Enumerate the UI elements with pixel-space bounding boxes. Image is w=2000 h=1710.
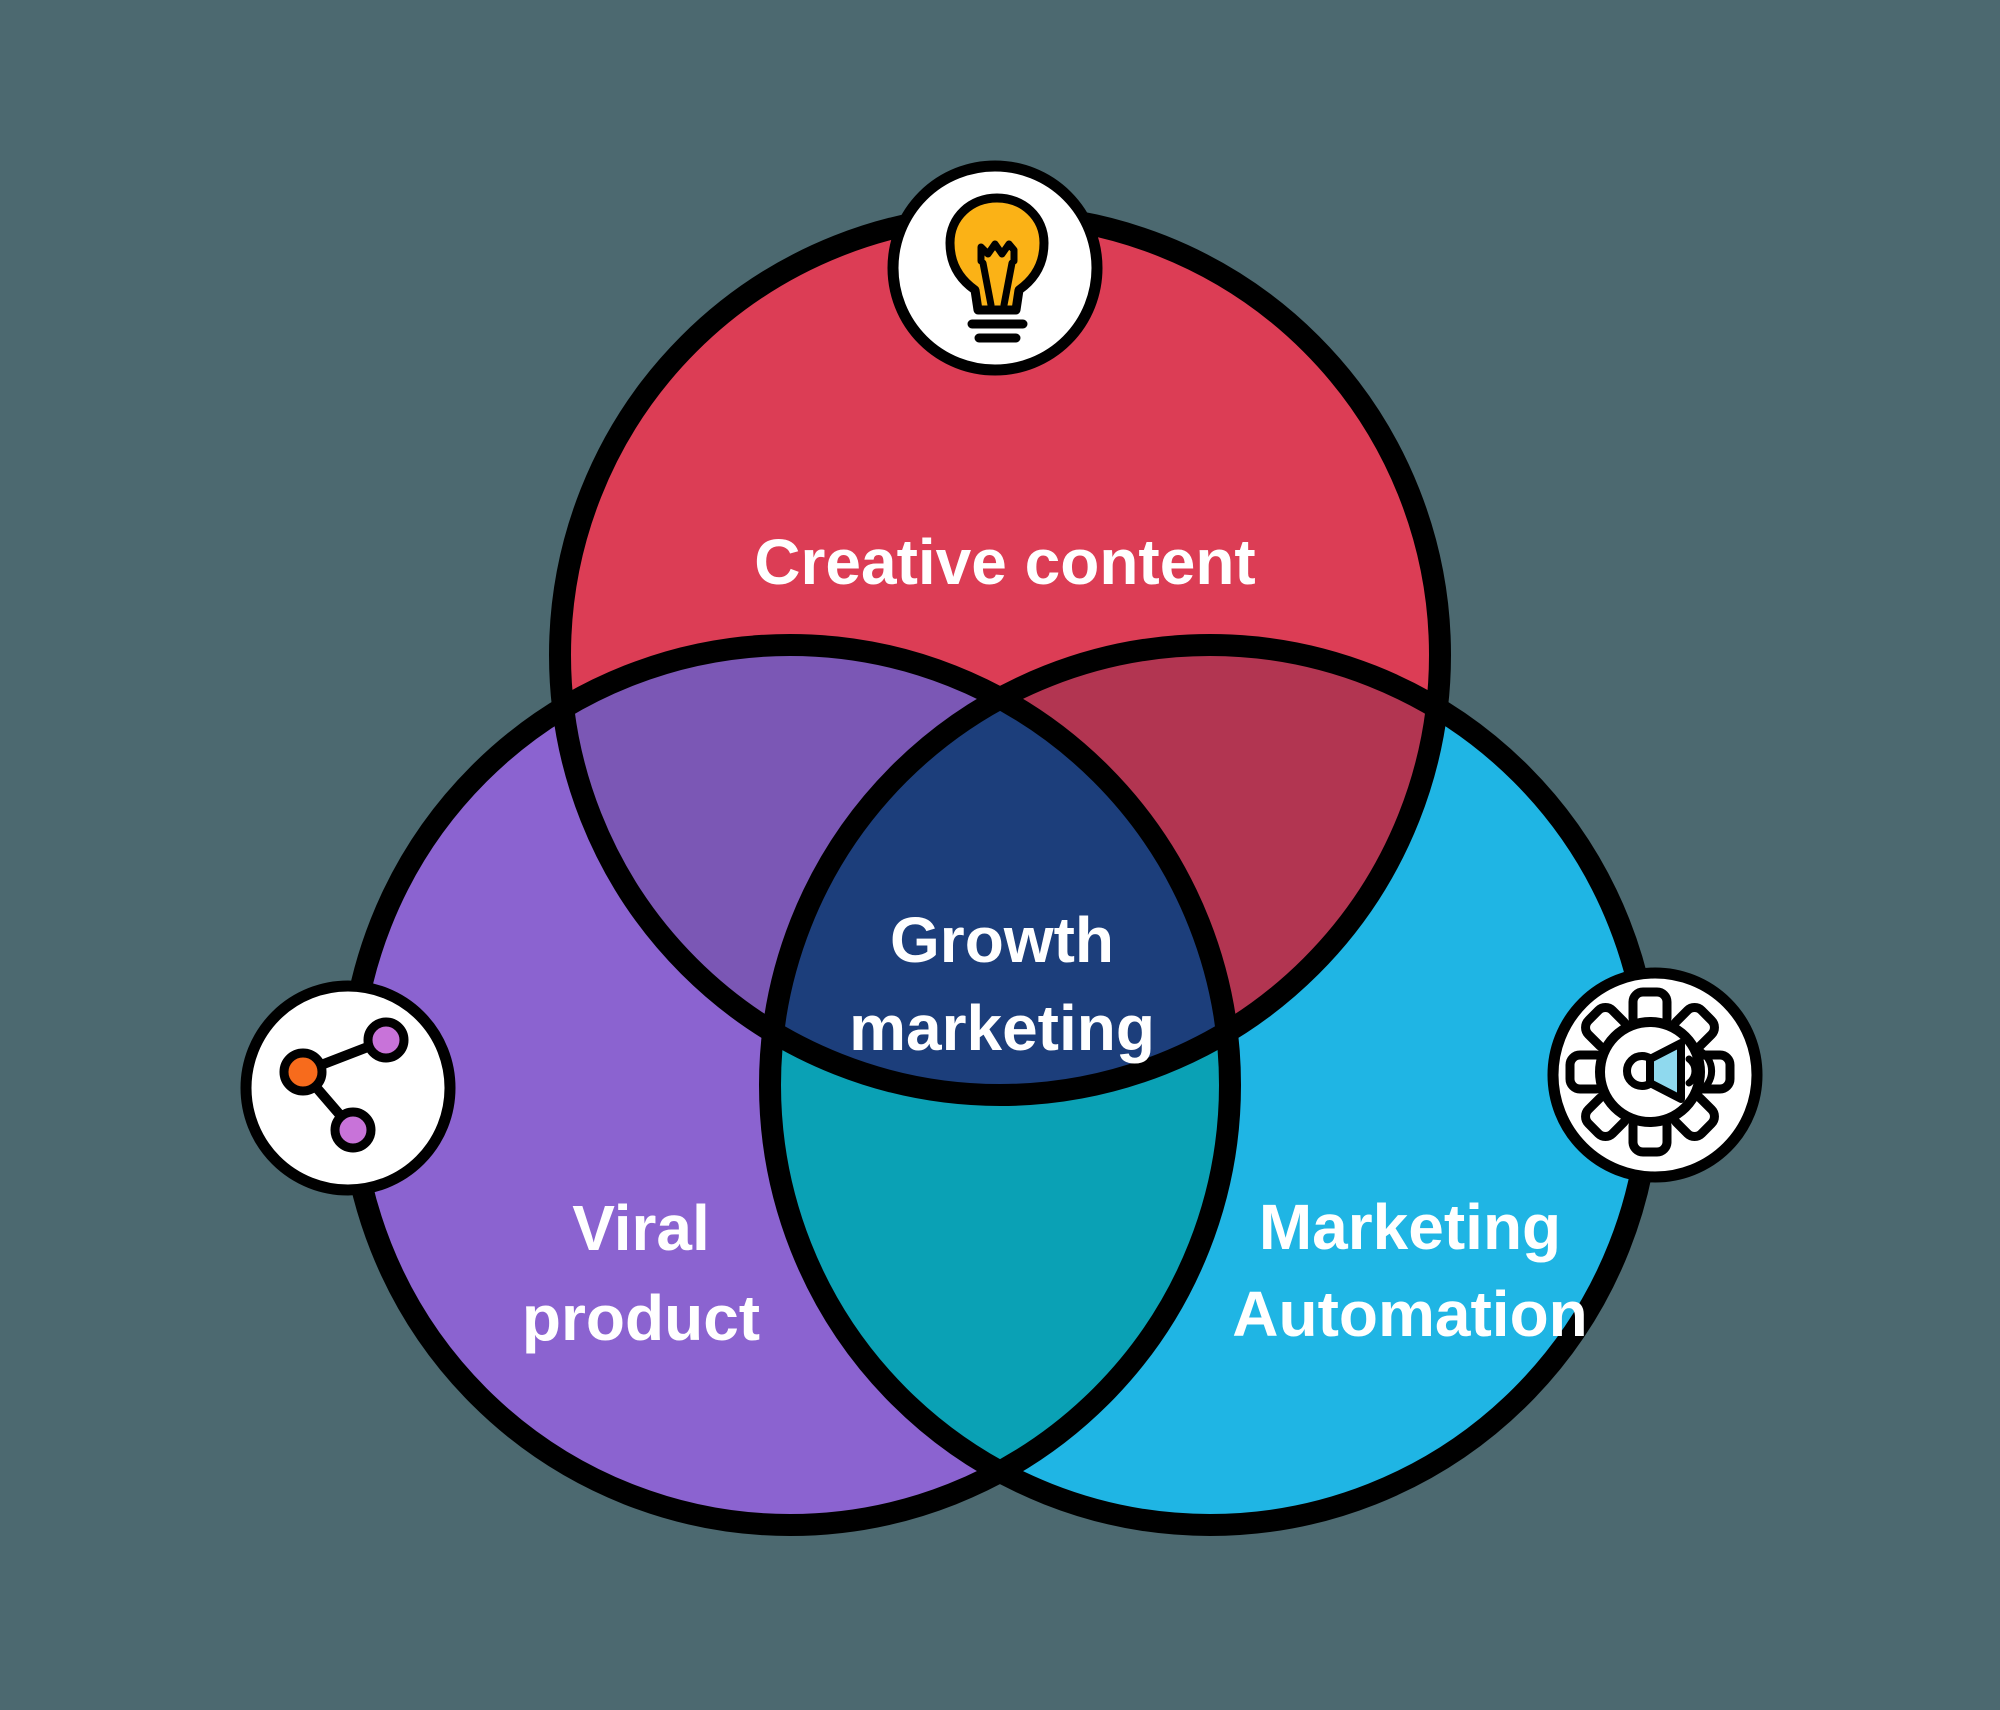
megaphone-sound-waves: [1685, 1046, 1716, 1096]
share-nodes-icon: [240, 980, 456, 1196]
share-icon-background: [240, 980, 456, 1196]
share-icon-node-orange: [279, 1048, 327, 1096]
share-icon-node-top: [363, 1017, 409, 1063]
gear-megaphone-icon: [1547, 967, 1763, 1183]
growth-marketing-label-line1: Growth: [890, 904, 1114, 976]
lightbulb-icon: [887, 160, 1103, 376]
viral-product-label-line1: Viral: [572, 1192, 710, 1264]
viral-product-label-line2: product: [522, 1282, 760, 1354]
lightbulb-base-lines: [967, 319, 1028, 343]
marketing-automation-label-line2: Automation: [1232, 1278, 1588, 1350]
lightbulb-filament: [977, 240, 1018, 309]
creative-content-label: Creative content: [754, 526, 1255, 598]
growth-marketing-label-line2: marketing: [849, 992, 1155, 1064]
share-icon-node-bottom: [330, 1107, 376, 1153]
marketing-automation-label-line1: Marketing: [1259, 1191, 1561, 1263]
megaphone-horn: [1646, 1039, 1685, 1103]
lightbulb-glass: [945, 193, 1049, 315]
